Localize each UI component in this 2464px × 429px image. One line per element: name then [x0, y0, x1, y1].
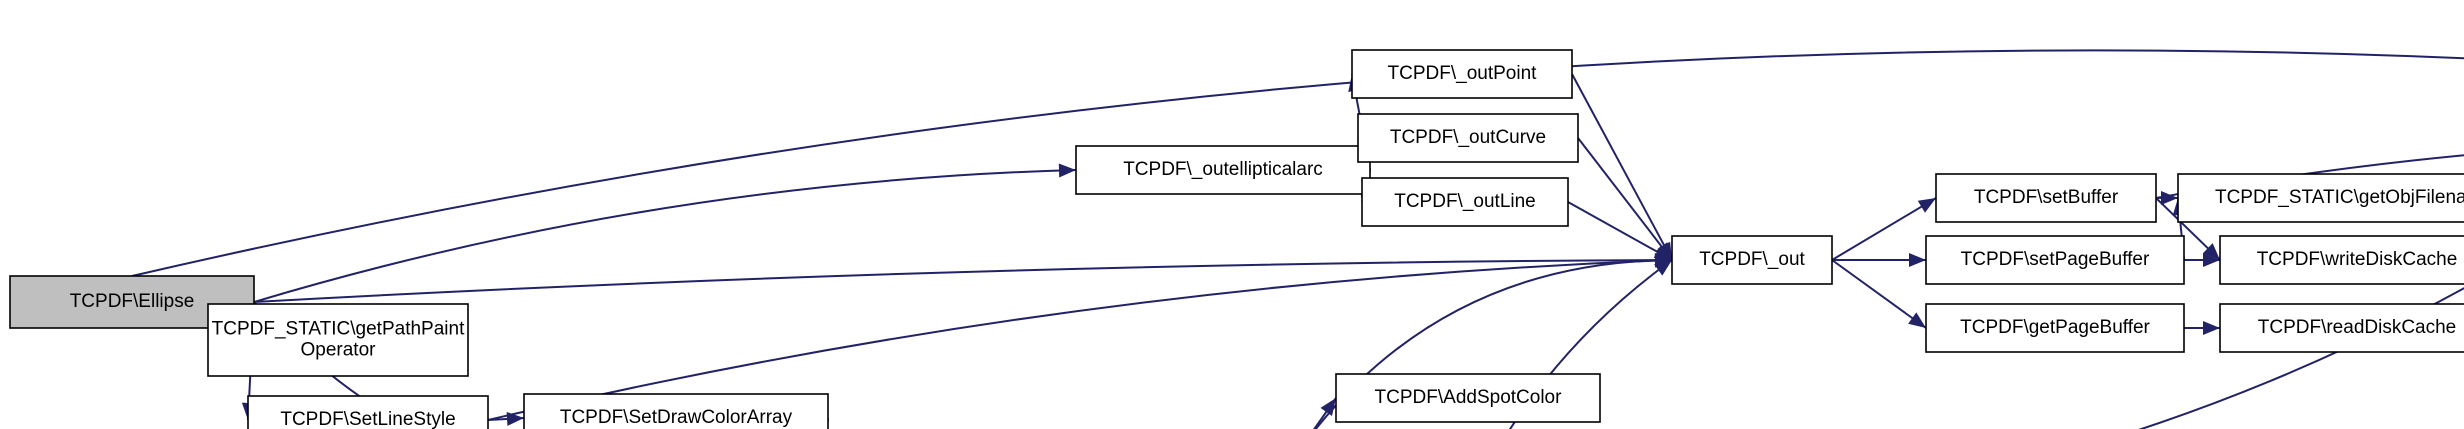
node-box[interactable] — [2177, 173, 2464, 223]
edge-arrowhead — [2203, 253, 2220, 267]
node-label: TCPDF\_outLine — [1394, 191, 1536, 212]
graph-edge-setlinestyle-to-out — [487, 259, 1673, 421]
edge-arrowhead — [1909, 253, 1926, 267]
node-label: TCPDF\setBuffer — [1974, 187, 2119, 208]
node-box[interactable] — [1361, 177, 1569, 227]
edge-arrowhead — [1653, 245, 1672, 260]
graph-edge-out-to-setbuffer — [1831, 197, 1937, 261]
node-label: TCPDF\writeDiskCache — [2257, 249, 2458, 270]
node-label: TCPDF\setPageBuffer — [1961, 249, 2150, 270]
node-label: TCPDF\AddSpotColor — [1375, 387, 1563, 408]
graph-node-addspotcolor[interactable]: TCPDF\AddSpotColor — [1335, 373, 1601, 423]
graph-edge-setcolor-to-out — [1314, 259, 1673, 429]
graph-node-out[interactable]: TCPDF\_out — [1671, 235, 1833, 285]
graph-node-writediskcache[interactable]: TCPDF\writeDiskCache — [2219, 235, 2464, 285]
node-box[interactable] — [1351, 49, 1573, 99]
graph-edge-setspotcolor-to-out — [1508, 259, 1673, 429]
graph-node-outcurve[interactable]: TCPDF\_outCurve — [1357, 113, 1579, 163]
graph-edge-ellipse-to-outellipticalarc — [253, 169, 1077, 303]
node-label: TCPDF\_outCurve — [1390, 127, 1546, 148]
graph-edge-ellipse-to-emptystring — [131, 49, 2464, 277]
node-label: TCPDF\SetDrawColorArray — [560, 407, 793, 428]
node-box[interactable] — [247, 395, 489, 429]
node-label: TCPDF\readDiskCache — [2258, 317, 2457, 338]
graph-edge-outcurve-to-out — [1577, 137, 1673, 261]
node-box[interactable] — [1671, 235, 1833, 285]
edge-arrowhead — [2203, 321, 2220, 335]
graph-edge-out-to-getpagebuffer — [1831, 259, 1927, 329]
graph-node-setpagebuffer[interactable]: TCPDF\setPageBuffer — [1925, 235, 2185, 285]
node-box[interactable] — [1335, 373, 1601, 423]
node-label: TCPDF\_outPoint — [1388, 63, 1538, 84]
graph-edge-outpoint-to-out — [1571, 73, 1673, 261]
edge-arrowhead — [1908, 312, 1926, 328]
edge-arrowhead — [1320, 398, 1336, 416]
node-label: TCPDF_STATIC\getPathPaint — [212, 319, 465, 340]
node-label: TCPDF\SetLineStyle — [280, 409, 455, 429]
graph-node-getpagebuffer[interactable]: TCPDF\getPageBuffer — [1925, 303, 2185, 353]
node-label: TCPDF\_out — [1699, 249, 1805, 270]
node-label: TCPDF_STATIC\getObjFilename — [2215, 187, 2464, 208]
node-box[interactable] — [2219, 235, 2464, 285]
node-label: TCPDF\Ellipse — [70, 291, 195, 312]
edge-arrowhead — [1917, 198, 1936, 213]
node-box[interactable] — [1925, 235, 2185, 285]
edge-arrowhead — [1058, 163, 1076, 178]
edge-arrowhead — [2161, 191, 2178, 205]
node-label: TCPDF\_outellipticalarc — [1123, 159, 1323, 180]
edge-arrowhead — [1654, 260, 1672, 276]
graph-node-setbuffer[interactable]: TCPDF\setBuffer — [1935, 173, 2157, 223]
node-box[interactable] — [2219, 303, 2464, 353]
graph-node-outellipticalarc[interactable]: TCPDF\_outellipticalarc — [1075, 145, 1371, 195]
node-layer: TCPDF\EllipseTCPDF_STATIC\getPathPaintOp… — [9, 49, 2464, 429]
graph-node-setdrawcolorarray[interactable]: TCPDF\SetDrawColorArray — [523, 393, 829, 429]
node-box[interactable] — [207, 303, 469, 377]
node-box[interactable] — [523, 393, 829, 429]
graph-node-outpoint[interactable]: TCPDF\_outPoint — [1351, 49, 1573, 99]
graph-node-outline[interactable]: TCPDF\_outLine — [1361, 177, 1569, 227]
graph-node-readdiskcache[interactable]: TCPDF\readDiskCache — [2219, 303, 2464, 353]
graph-node-setlinestyle[interactable]: TCPDF\SetLineStyle — [247, 395, 489, 429]
node-box[interactable] — [1925, 303, 2185, 353]
graph-node-getobjfilename[interactable]: TCPDF_STATIC\getObjFilename — [2177, 173, 2464, 223]
node-label: TCPDF\getPageBuffer — [1960, 317, 2150, 338]
node-box[interactable] — [1935, 173, 2157, 223]
node-box[interactable] — [1075, 145, 1371, 195]
node-label: Operator — [301, 340, 377, 361]
edge-arrowhead — [2202, 243, 2220, 260]
node-box[interactable] — [1357, 113, 1579, 163]
graph-edge-ellipse-to-out — [253, 259, 1673, 303]
